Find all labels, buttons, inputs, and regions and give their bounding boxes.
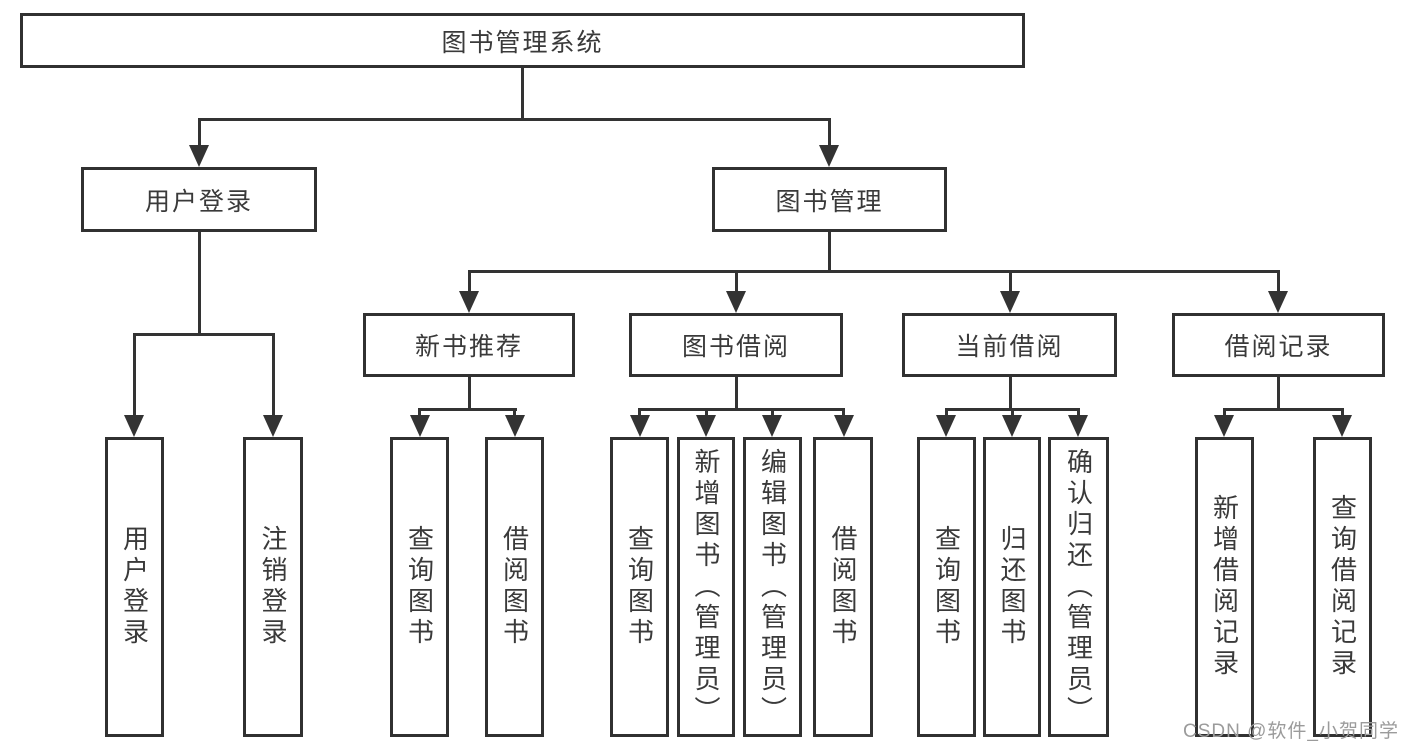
- node-book-borrowing: 图书借阅: [629, 313, 843, 377]
- arrowhead-icon: [630, 415, 650, 437]
- leaf-label: 查询图书: [404, 525, 435, 649]
- node-borrowing-records: 借阅记录: [1172, 313, 1385, 377]
- connector-user-login-horizontal: [133, 333, 275, 336]
- leaf-cb-return-books: 归还图书: [983, 437, 1041, 737]
- connector-drop-user-login: [198, 118, 201, 146]
- node-book-management: 图书管理: [712, 167, 947, 232]
- arrowhead-icon: [1002, 415, 1022, 437]
- connector-drop-new-book: [468, 270, 471, 292]
- arrowhead-icon: [726, 291, 746, 313]
- arrowhead-icon: [124, 415, 144, 437]
- connector-root-trunk: [521, 68, 524, 118]
- arrowhead-icon: [1214, 415, 1234, 437]
- leaf-label: 注销登录: [258, 525, 288, 649]
- leaf-label: 用户登录: [119, 525, 150, 649]
- node-user-login: 用户登录: [81, 167, 317, 232]
- arrowhead-icon: [696, 415, 716, 437]
- leaf-label: 新增借阅记录: [1209, 494, 1240, 680]
- connector-drop: [842, 408, 845, 418]
- arrowhead-icon: [1268, 291, 1288, 313]
- connector-drop-leaf-logout: [272, 333, 275, 417]
- connector-drop: [638, 408, 641, 418]
- arrowhead-icon: [505, 415, 525, 437]
- connector-drop-leaf-user-login: [133, 333, 136, 417]
- connector-user-login-trunk: [198, 232, 201, 335]
- leaf-nbr-borrow-books: 借阅图书: [485, 437, 544, 737]
- leaf-label: 查询图书: [624, 525, 655, 649]
- connector-drop-current-borrow: [1009, 270, 1012, 292]
- csdn-watermark: CSDN @软件_小贺同学: [1183, 721, 1399, 742]
- leaf-label: 借阅图书: [499, 525, 530, 649]
- connector-drop: [1223, 408, 1226, 418]
- node-new-book-recommendation: 新书推荐: [363, 313, 575, 377]
- connector-level3-horizontal: [468, 270, 1280, 273]
- arrowhead-icon: [1068, 415, 1088, 437]
- connector-drop-book-management: [828, 118, 831, 146]
- leaf-nbr-query-books: 查询图书: [390, 437, 449, 737]
- connector-nbr-horizontal: [418, 408, 517, 411]
- connector-drop: [771, 408, 774, 418]
- leaf-bb-borrow-books: 借阅图书: [813, 437, 873, 737]
- leaf-bb-add-books-admin: 新增图书（管理员）: [677, 437, 735, 737]
- connector-drop: [1341, 408, 1344, 418]
- leaf-label: 新增图书（管理员）: [691, 447, 721, 727]
- connector-drop-book-borrow: [735, 270, 738, 292]
- arrowhead-icon: [762, 415, 782, 437]
- arrowhead-icon: [410, 415, 430, 437]
- leaf-label: 查询借阅记录: [1327, 494, 1358, 680]
- leaf-user-login: 用户登录: [105, 437, 164, 737]
- arrowhead-icon: [819, 145, 839, 167]
- arrowhead-icon: [1000, 291, 1020, 313]
- leaf-label: 借阅图书: [828, 525, 858, 649]
- leaf-logout: 注销登录: [243, 437, 303, 737]
- arrowhead-icon: [459, 291, 479, 313]
- leaf-br-query-borrow-record: 查询借阅记录: [1313, 437, 1372, 737]
- arrowhead-icon: [263, 415, 283, 437]
- connector-book-management-trunk: [828, 232, 831, 272]
- node-library-system: 图书管理系统: [20, 13, 1025, 68]
- leaf-br-add-borrow-record: 新增借阅记录: [1195, 437, 1254, 737]
- connector-bb-trunk: [735, 377, 738, 411]
- node-current-borrowing: 当前借阅: [902, 313, 1117, 377]
- connector-cb-trunk: [1009, 377, 1012, 411]
- arrowhead-icon: [1332, 415, 1352, 437]
- connector-drop: [705, 408, 708, 418]
- arrowhead-icon: [834, 415, 854, 437]
- leaf-cb-query-books: 查询图书: [917, 437, 976, 737]
- connector-drop: [418, 408, 421, 418]
- connector-drop: [1077, 408, 1080, 418]
- leaf-label: 编辑图书（管理员）: [757, 447, 788, 727]
- arrowhead-icon: [936, 415, 956, 437]
- leaf-cb-confirm-return-admin: 确认归还（管理员）: [1048, 437, 1109, 737]
- connector-drop: [513, 408, 516, 418]
- connector-bb-horizontal: [638, 408, 845, 411]
- leaf-label: 查询图书: [931, 525, 962, 649]
- arrowhead-icon: [189, 145, 209, 167]
- connector-level2-horizontal: [198, 118, 831, 121]
- connector-br-horizontal: [1223, 408, 1344, 411]
- connector-drop: [945, 408, 948, 418]
- connector-drop: [1011, 408, 1014, 418]
- connector-br-trunk: [1277, 377, 1280, 411]
- leaf-bb-edit-books-admin: 编辑图书（管理员）: [743, 437, 802, 737]
- connector-nbr-trunk: [468, 377, 471, 411]
- connector-drop-borrow-record: [1277, 270, 1280, 292]
- leaf-label: 归还图书: [997, 525, 1027, 649]
- leaf-label: 确认归还（管理员）: [1063, 447, 1094, 727]
- leaf-bb-query-books: 查询图书: [610, 437, 669, 737]
